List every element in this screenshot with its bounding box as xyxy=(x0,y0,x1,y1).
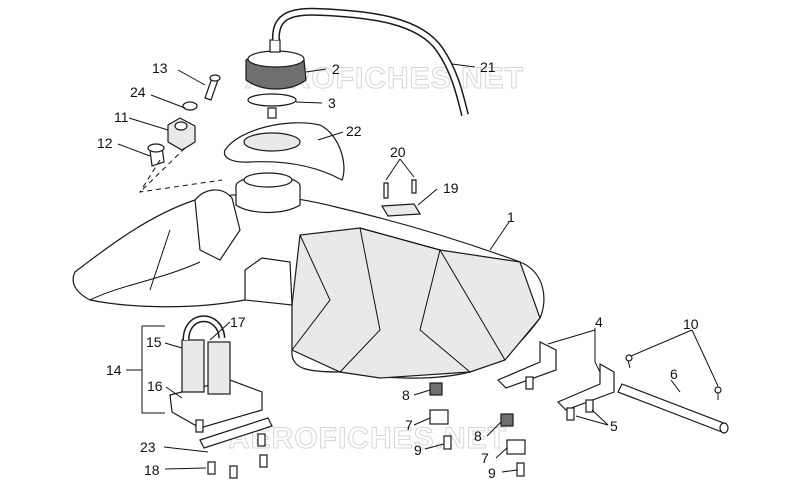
callout-24: 24 xyxy=(130,84,146,100)
callout-23: 23 xyxy=(140,439,156,455)
callout-8a: 8 xyxy=(402,387,410,403)
callout-6: 6 xyxy=(670,366,678,382)
callout-5: 5 xyxy=(610,418,618,434)
leader-lines xyxy=(117,63,719,473)
callout-2: 2 xyxy=(332,61,340,77)
callout-11: 11 xyxy=(114,109,129,125)
callout-20: 20 xyxy=(390,144,406,160)
filler-cap xyxy=(245,39,307,90)
callout-1: 1 xyxy=(507,209,515,225)
callout-18: 18 xyxy=(144,462,160,478)
mount-set-right xyxy=(500,413,526,477)
filler-cover xyxy=(223,122,345,181)
washer-24 xyxy=(182,101,198,111)
callout-8b: 8 xyxy=(474,428,482,444)
brackets-4 xyxy=(496,341,615,411)
callout-16: 16 xyxy=(147,378,163,394)
rod-6 xyxy=(617,383,729,434)
callout-14: 14 xyxy=(106,362,122,378)
callout-15: 15 xyxy=(146,334,162,350)
tank-filler-neck xyxy=(235,172,301,214)
callout-12: 12 xyxy=(97,135,113,151)
bushing-11 xyxy=(167,117,196,151)
callout-17: 17 xyxy=(230,314,246,330)
pump-plate-23 xyxy=(199,417,273,449)
spacer-12 xyxy=(147,143,165,167)
callout-22: 22 xyxy=(346,123,362,139)
callout-9b: 9 xyxy=(488,465,496,481)
bolt-13 xyxy=(204,74,221,101)
callout-10: 10 xyxy=(683,316,699,332)
callout-4: 4 xyxy=(595,314,603,330)
callout-3: 3 xyxy=(328,95,336,111)
clips-10 xyxy=(625,354,722,400)
screws-5 xyxy=(525,376,594,421)
screws-20 xyxy=(383,179,417,199)
dash-guide-12 xyxy=(139,159,223,193)
fuel-tank xyxy=(72,189,545,379)
fuel-pump-assembly xyxy=(169,315,263,429)
screws-18 xyxy=(195,419,268,479)
callout-7a: 7 xyxy=(405,417,413,433)
dash-guide-11 xyxy=(139,147,186,193)
callout-13: 13 xyxy=(152,60,168,76)
callout-numbers: 1 2 3 4 5 6 7 7 8 8 9 9 10 11 12 13 14 1… xyxy=(97,59,699,481)
filler-cap-gasket xyxy=(247,93,297,119)
callout-7b: 7 xyxy=(481,450,489,466)
watermark-bottom: AEROFICHES.NET xyxy=(228,422,507,455)
mount-set-left xyxy=(429,382,452,450)
callout-21: 21 xyxy=(480,59,496,75)
callout-19: 19 xyxy=(443,180,459,196)
bracket-19 xyxy=(380,203,422,217)
callout-9a: 9 xyxy=(414,442,422,458)
